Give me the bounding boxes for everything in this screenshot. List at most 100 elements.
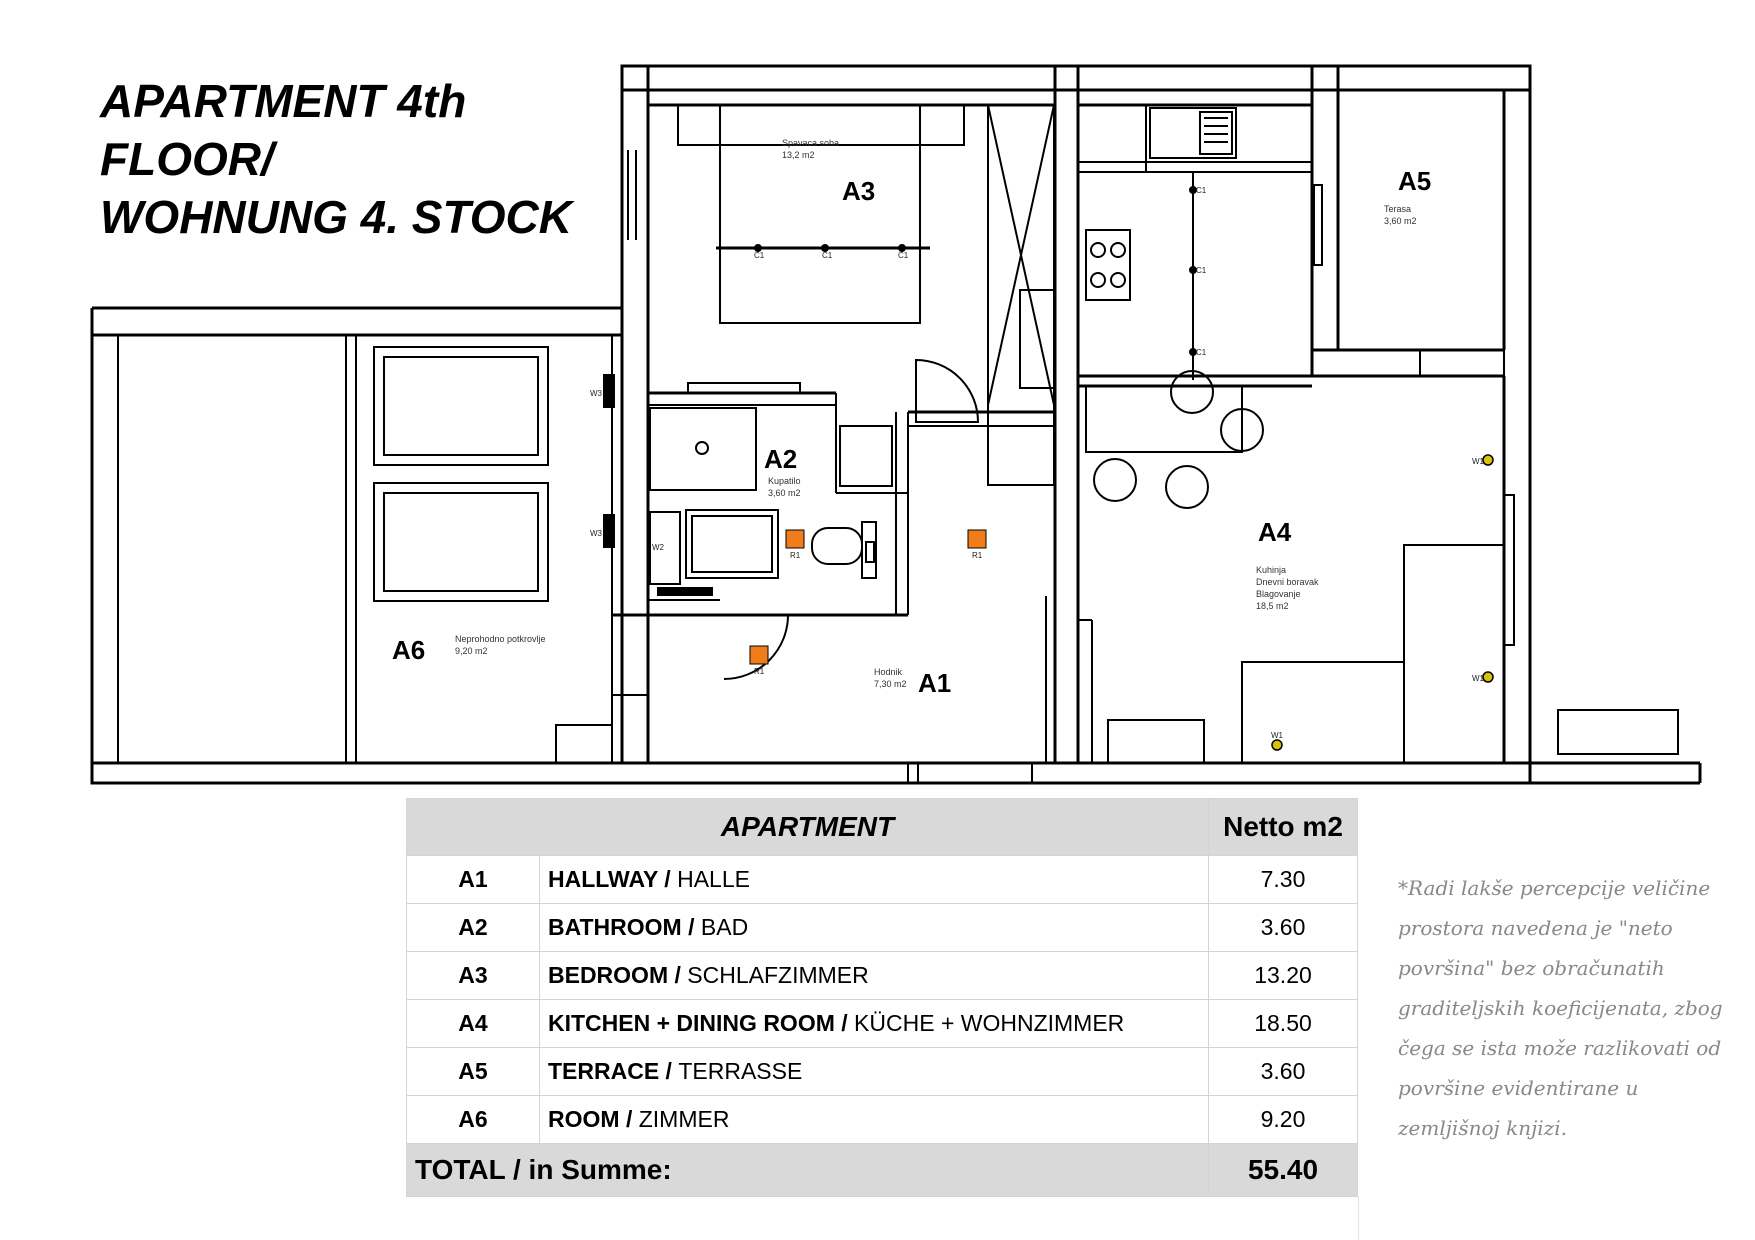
room-name-en: TERRACE / [548,1058,679,1084]
table-header-row: APARTMENT Netto m2 [406,798,1358,856]
room-name-a6: Neprohodno potkrovlje [455,634,546,644]
room-name-en: KITCHEN + DINING ROOM / [548,1010,855,1036]
fixture-label: W3 [590,529,603,538]
fixture-label: R1 [972,551,983,560]
table-row: A1 HALLWAY / HALLE 7.30 [406,855,1358,904]
room-a6-outline [117,150,649,764]
area-table: APARTMENT Netto m2 A1 HALLWAY / HALLE 7.… [406,798,1358,1197]
room-name-en: ROOM / [548,1106,639,1132]
title-line-3: WOHNUNG 4. STOCK [100,191,572,243]
room-name-a4: Kuhinja [1256,565,1286,575]
room-area: 18.50 [1208,999,1358,1048]
room-name: KITCHEN + DINING ROOM / KÜCHE + WOHNZIMM… [539,999,1209,1048]
fixture-label: C1 [1196,266,1207,275]
floor-plan: C1 C1 C1 C1 C1 C1 R1 R1 R1 W1 W1 W1 W2 W… [90,64,1702,785]
light-point-icon [1482,454,1494,466]
room-code-a3: A3 [842,176,875,206]
room-code-a5: A5 [1398,166,1431,196]
fixture-label: W2 [652,543,665,552]
room-code-a1: A1 [918,668,951,698]
room-name-a3: Spavaca soba [782,138,839,148]
room-name-de: BAD [700,914,749,940]
title-line-1: APARTMENT 4th [100,75,467,127]
total-label: TOTAL / in Summe: [406,1143,1209,1197]
room-name-a1: Hodnik [874,667,903,677]
room-name-de: ZIMMER [638,1106,730,1132]
table-row: A2 BATHROOM / BAD 3.60 [406,903,1358,952]
room-area: 3.60 [1208,903,1358,952]
divider-line [1358,1196,1359,1240]
fixture-label: C1 [1196,348,1207,357]
room-area-a3: 13,2 m2 [782,150,815,160]
header-apartment: APARTMENT [406,798,1209,856]
room-name-en: BATHROOM / [548,914,701,940]
room-code: A2 [406,903,540,952]
room-area: 3.60 [1208,1047,1358,1096]
table-row: A5 TERRACE / TERRASSE 3.60 [406,1047,1358,1096]
room-name-de: TERRASSE [678,1058,803,1084]
room-name3-a4: Blagovanje [1256,589,1301,599]
room-name-de: SCHLAFZIMMER [687,962,869,988]
light-point-icon [1482,671,1494,683]
fixture-label: C1 [754,251,765,260]
room-area-a6: 9,20 m2 [455,646,488,656]
room-code: A1 [406,855,540,904]
room-name2-a4: Dnevni boravak [1256,577,1319,587]
footnote: *Radi lakše percepcije veličine prostora… [1398,876,1723,1140]
radiator-icon [785,529,805,549]
room-area-a4: 18,5 m2 [1256,601,1289,611]
table-row: A3 BEDROOM / SCHLAFZIMMER 13.20 [406,951,1358,1000]
room-a4-outline [1078,105,1515,764]
room-name: ROOM / ZIMMER [539,1095,1209,1144]
fixture-label: C1 [1196,186,1207,195]
fixture-label: W1 [1472,674,1485,683]
room-name-en: BEDROOM / [548,962,688,988]
fixture-label: W1 [1472,457,1485,466]
room-name: BEDROOM / SCHLAFZIMMER [539,951,1209,1000]
light-point-icon [1271,739,1283,751]
table-row: A4 KITCHEN + DINING ROOM / KÜCHE + WOHNZ… [406,999,1358,1048]
fixture-label: W3 [590,389,603,398]
page-title: APARTMENT 4th FLOOR/ WOHNUNG 4. STOCK [100,72,620,246]
fixture-label: C1 [822,251,833,260]
room-name: BATHROOM / BAD [539,903,1209,952]
room-code-a2: A2 [764,444,797,474]
room-name-de: KÜCHE + WOHNZIMMER [854,1010,1125,1036]
table-row: A6 ROOM / ZIMMER 9.20 [406,1095,1358,1144]
room-a1-outline [907,426,1093,783]
room-name-en: HALLWAY / [548,866,678,892]
room-code: A3 [406,951,540,1000]
room-area-a5: 3,60 m2 [1384,216,1417,226]
fixture-label: R1 [754,667,765,676]
light-markers [1271,454,1494,751]
room-area-a1: 7,30 m2 [874,679,907,689]
room-a2-outline [612,393,909,680]
table-total-row: TOTAL / in Summe: 55.40 [406,1143,1358,1197]
title-line-2: FLOOR/ [100,133,274,185]
room-name-a2: Kupatilo [768,476,801,486]
room-area: 13.20 [1208,951,1358,1000]
room-area: 9.20 [1208,1095,1358,1144]
room-name: TERRACE / TERRASSE [539,1047,1209,1096]
radiator-icon [749,645,769,665]
room-name-de: HALLE [677,866,750,892]
room-code: A4 [406,999,540,1048]
room-area: 7.30 [1208,855,1358,904]
room-code: A6 [406,1095,540,1144]
room-code: A5 [406,1047,540,1096]
room-name: HALLWAY / HALLE [539,855,1209,904]
radiator-icon [967,529,987,549]
header-netto: Netto m2 [1208,798,1358,856]
fixture-labels: C1 C1 C1 C1 C1 C1 R1 R1 R1 W1 W1 W1 W2 W… [590,186,1485,740]
total-value: 55.40 [1208,1143,1358,1197]
fixture-label: W1 [1271,731,1284,740]
room-area-a2: 3,60 m2 [768,488,801,498]
room-labels: A1 Hodnik 7,30 m2 A2 Kupatilo 3,60 m2 A3… [392,138,1431,698]
fixture-label: R1 [790,551,801,560]
room-code-a6: A6 [392,635,425,665]
room-name-a5: Terasa [1384,204,1411,214]
room-a3-outline [648,104,1055,486]
room-a5-outline [1337,89,1700,764]
fixture-label: C1 [898,251,909,260]
room-code-a4: A4 [1258,517,1292,547]
